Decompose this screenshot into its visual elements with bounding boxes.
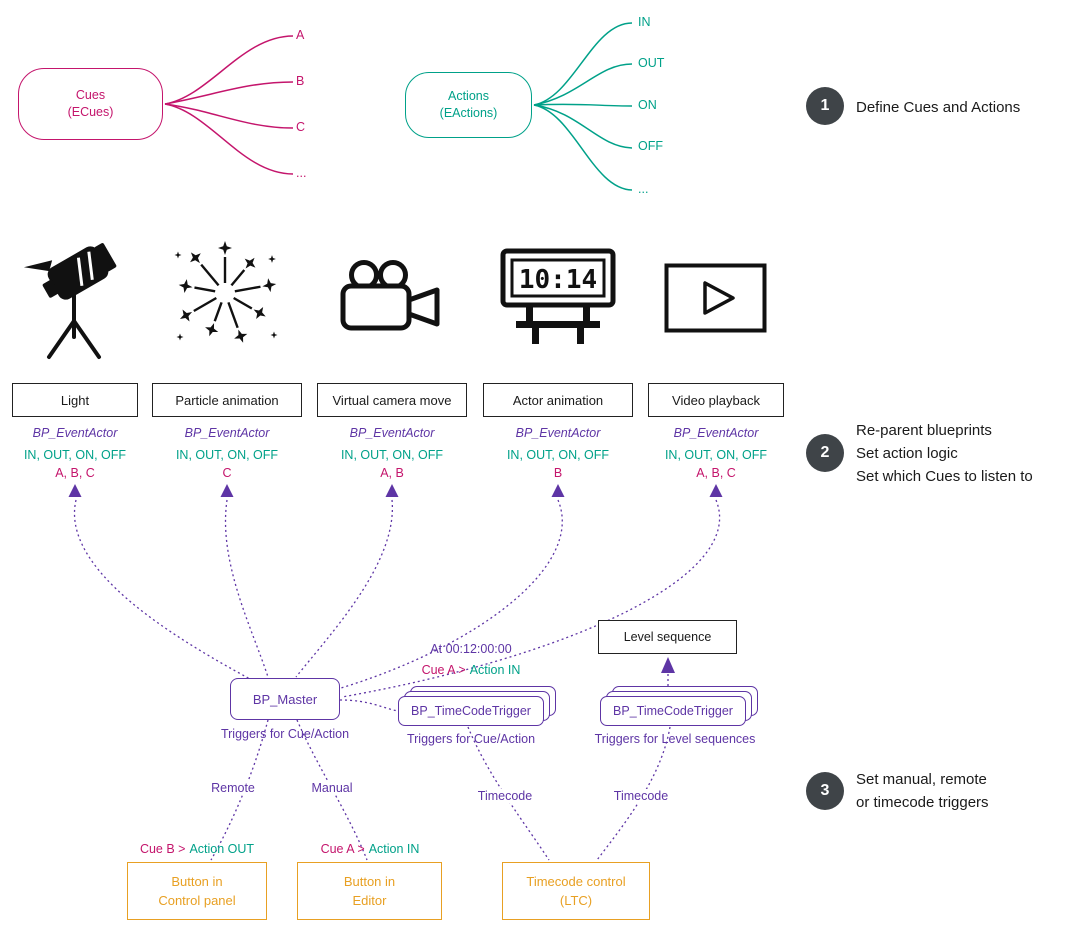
light-icon [23,243,117,359]
cue-part: Cue A > [421,663,466,677]
actor-cues: A, B [380,466,404,480]
source-line: Timecode control [526,874,626,889]
timecode-cue-action-label: Cue A >Action IN [390,663,552,677]
actions-node-subtitle: (EActions) [439,106,498,120]
bp-master-box: BP_Master [230,678,340,720]
actor-parent-class: BP_EventActor [184,426,270,440]
actor-cues: B [553,466,563,480]
stack-label: BP_TimeCodeTrigger [411,704,531,718]
cue-fan-label: C [296,120,306,134]
step-text-1: Define Cues and Actions [856,96,1020,119]
source-line: Editor [352,893,387,908]
cues-node-subtitle: (ECues) [67,105,114,119]
actor-parent-class: BP_EventActor [349,426,435,440]
actor-label: Video playback [672,392,760,408]
timecode-trigger-seq-caption: Triggers for Level sequences [594,732,756,746]
timecode-left-label: Timecode [469,789,541,803]
actor-cues: A, B, C [696,466,736,480]
timecode-trigger-stack-seq: BP_TimeCodeTrigger [600,686,760,728]
scoreboard-time: 10:14 [519,265,597,295]
actor-label: Actor animation [512,392,604,408]
scoreboard-icon: 10:14 [500,248,616,344]
actor-actions: IN, OUT, ON, OFF [506,448,610,462]
timecode-right-label: Timecode [605,789,677,803]
actor-parent-class: BP_EventActor [515,426,601,440]
actor-label: Particle animation [175,392,279,408]
cues-fanout-lines [164,35,294,175]
actor-label: Light [60,392,90,408]
actions-node-title: Actions [448,89,489,103]
step-text-line: Set manual, remote [856,771,987,788]
step-text-line: or timecode triggers [856,794,989,811]
play-icon [664,263,767,333]
actor-actions: IN, OUT, ON, OFF [664,448,768,462]
actor-box-video: Video playback [648,383,784,417]
actions-fanout-lines [533,22,633,191]
actor-parent-class: BP_EventActor [673,426,759,440]
actions-node: Actions (EActions) [405,72,532,138]
actor-actions: IN, OUT, ON, OFF [340,448,444,462]
cue-action-label-control-panel: Cue B >Action OUT [117,842,277,856]
step-badge-3: 3 [806,772,844,810]
step-badge-1: 1 [806,87,844,125]
action-part: Action OUT [189,842,255,856]
cue-fan-label: ... [296,166,307,180]
step-text-line: Set action logic [856,445,958,462]
stack-label: BP_TimeCodeTrigger [613,704,733,718]
source-line: Button in [171,874,223,889]
manual-label: Manual [302,781,362,795]
actor-box-animation: Actor animation [483,383,633,417]
cue-fan-label: B [296,74,305,88]
actor-cues: A, B, C [55,466,95,480]
cue-action-label-editor: Cue A >Action IN [290,842,450,856]
timecode-time-label: At 00:12:00:00 [430,642,512,656]
source-line: (LTC) [559,893,593,908]
listen-arrow-heads [68,484,723,673]
bp-master-caption: Triggers for Cue/Action [220,727,350,741]
bp-master-label: BP_Master [252,691,318,707]
source-box-timecode: Timecode control (LTC) [502,862,650,920]
step-text-line: Re-parent blueprints [856,422,992,439]
action-fan-label: OFF [638,139,663,153]
actor-box-particle: Particle animation [152,383,302,417]
remote-label: Remote [203,781,263,795]
step-text-3: Set manual, remote or timecode triggers [856,768,989,814]
source-box-editor: Button in Editor [297,862,442,920]
stack-front: BP_TimeCodeTrigger [398,696,544,726]
level-sequence-box: Level sequence [598,620,737,654]
stack-front: BP_TimeCodeTrigger [600,696,746,726]
level-sequence-label: Level sequence [623,630,712,644]
timecode-trigger-stack-cue: BP_TimeCodeTrigger [398,686,558,728]
cues-node: Cues (ECues) [18,68,163,140]
action-fan-label: IN [638,15,651,29]
step-text-line: Set which Cues to listen to [856,468,1033,485]
actor-parent-class: BP_EventActor [32,426,118,440]
fireworks-icon [174,241,278,343]
actor-box-camera: Virtual camera move [317,383,467,417]
action-fan-label: ... [638,182,649,196]
action-fan-label: OUT [638,56,665,70]
step-text-2: Re-parent blueprints Set action logic Se… [856,419,1033,488]
step-badge-2: 2 [806,434,844,472]
action-fan-label: ON [638,98,657,112]
action-part: Action IN [368,842,420,856]
cue-part: Cue B > [139,842,186,856]
step-text-line: Define Cues and Actions [856,99,1021,116]
camera-icon [340,260,440,331]
source-box-control-panel: Button in Control panel [127,862,267,920]
timecode-trigger-cue-caption: Triggers for Cue/Action [406,732,536,746]
cue-part: Cue A > [320,842,365,856]
cue-fan-label: A [296,28,305,42]
source-line: Control panel [158,893,236,908]
source-line: Button in [343,874,396,889]
actor-actions: IN, OUT, ON, OFF [23,448,127,462]
actor-label: Virtual camera move [332,392,452,408]
cues-node-title: Cues [75,88,106,102]
action-part: Action IN [469,663,521,677]
actor-cues: C [222,466,232,480]
actor-actions: IN, OUT, ON, OFF [175,448,279,462]
actor-box-light: Light [12,383,138,417]
